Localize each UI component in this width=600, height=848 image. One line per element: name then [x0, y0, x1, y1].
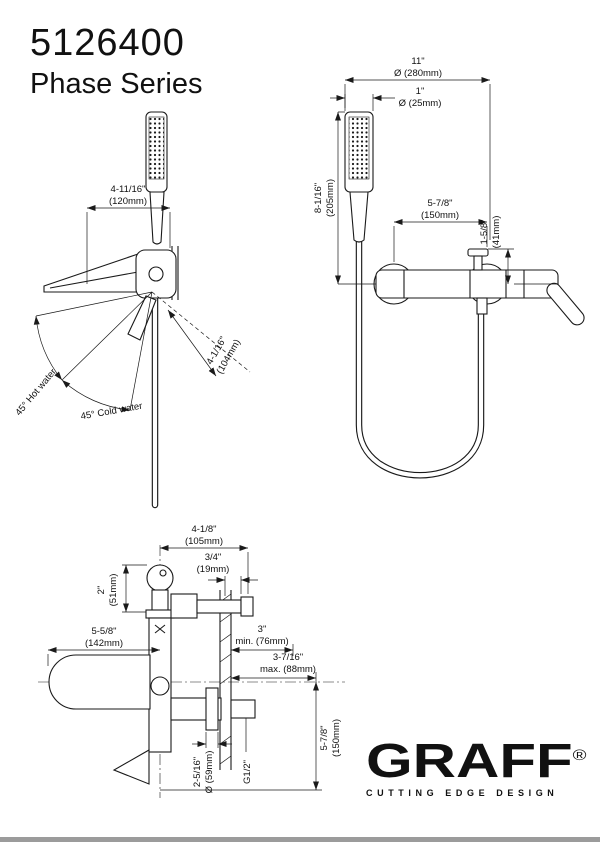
dim-drop-mm: (150mm)	[331, 719, 342, 757]
dim-height-in: 8-1/16"	[313, 183, 324, 213]
dim-offset-in: 1-5/8"	[479, 219, 490, 244]
dim-width-in: 11"	[411, 56, 424, 67]
thread-fitting	[230, 699, 256, 719]
dim-wall-min-mm: min. (76mm)	[235, 636, 288, 647]
diverter-knob	[467, 248, 489, 257]
extension-lines	[488, 248, 558, 285]
valve-body	[373, 248, 585, 326]
footer-bar	[0, 837, 600, 842]
dim-wall-max-in: 3-7/16"	[273, 652, 303, 663]
wall-section	[219, 590, 232, 770]
dim-reach-in: 5-5/8"	[91, 626, 116, 637]
dim-diameter-in: 1"	[416, 86, 425, 97]
dim-offset-mm: (41mm)	[491, 216, 502, 249]
extension-lines	[338, 111, 376, 285]
dim-wall-max-mm: max. (88mm)	[260, 664, 316, 675]
handshower	[344, 111, 374, 243]
valve-body-side	[135, 249, 177, 299]
dim-escutcheon-in: 2-5/16"	[192, 757, 203, 787]
valve-section	[48, 564, 256, 785]
extension-lines	[393, 226, 488, 262]
handshower-handle	[149, 191, 165, 245]
wall-escutcheon	[205, 687, 219, 731]
registered-mark: ®	[572, 747, 587, 764]
extension-lines	[86, 212, 171, 284]
dim-spread-mm: (150mm)	[421, 210, 459, 221]
dim-drop-in: 5-7/8"	[319, 725, 330, 750]
wall-hatch	[219, 593, 232, 765]
extension-lines	[122, 564, 147, 613]
logo-tagline: CUTTING EDGE DESIGN	[366, 788, 559, 798]
supply-nipple	[196, 599, 242, 614]
series-name: Phase Series	[30, 68, 203, 100]
dim-nipple-in: 3/4"	[205, 552, 222, 563]
dim-wall-min-in: 3"	[258, 624, 267, 635]
hose-outlet	[476, 297, 488, 315]
dim-width-mm: Ø (280mm)	[394, 68, 442, 79]
section-dimensions: 4-1/8" (105mm) 3/4" (19mm) 2" (51mm) 5-5…	[47, 524, 342, 794]
spout-edge	[49, 271, 139, 289]
front-dimensions: 11" Ø (280mm) 1" Ø (25mm) 8-1/16" (205mm…	[313, 56, 558, 285]
dim-depth-mm: (105mm)	[185, 536, 223, 547]
extension-lines	[205, 732, 219, 748]
radial-lines	[35, 291, 153, 411]
screw-detail	[154, 624, 166, 634]
cartridge-detail	[148, 266, 164, 282]
dim-reach-mm: (142mm)	[85, 638, 123, 649]
handshower-handle	[349, 191, 369, 243]
logo-wordmark: GRAFF	[366, 735, 573, 788]
dimension-line	[167, 309, 217, 377]
dim-height-mm: (205mm)	[325, 179, 336, 217]
dim-depth-in: 4-1/8"	[191, 524, 216, 535]
spout-profile	[48, 654, 151, 710]
handshower-side	[145, 111, 168, 245]
hot-arc	[33, 315, 63, 381]
mount-bracket	[170, 593, 198, 619]
diverter-knob-top	[146, 564, 174, 592]
dim-reach-mm: (120mm)	[109, 196, 147, 207]
extension-lines	[344, 94, 374, 111]
hot-water-label: 45° Hot water	[13, 367, 58, 418]
front-view: 11" Ø (280mm) 1" Ø (25mm) 8-1/16" (205mm…	[313, 56, 585, 479]
lever-handle	[546, 282, 585, 326]
outlet-detail	[150, 676, 170, 696]
section-view: 4-1/8" (105mm) 3/4" (19mm) 2" (51mm) 5-5…	[38, 524, 345, 798]
dim-thread: G1/2"	[242, 760, 253, 784]
spray-face	[348, 116, 370, 180]
dim-spread-in: 5-7/8"	[427, 198, 452, 209]
lever-profile	[112, 749, 150, 785]
cold-water-label: 45° Cold water	[80, 401, 143, 423]
graff-logo: GRAFF® CUTTING EDGE DESIGN	[366, 735, 586, 799]
leader-line	[151, 291, 251, 373]
body-joints	[403, 270, 525, 298]
model-number: 5126400	[30, 22, 185, 64]
cold-arc	[61, 379, 131, 413]
rotation-arcs: 45° Hot water 45° Cold water	[13, 291, 153, 423]
dim-knob-in: 2"	[96, 586, 107, 595]
dim-diameter-mm: Ø (25mm)	[399, 98, 442, 109]
dim-escutcheon-mm: Ø (59mm)	[204, 751, 215, 794]
spray-face	[148, 116, 165, 180]
handshower-hose	[355, 234, 485, 479]
dim-reach-in: 4-11/16"	[111, 184, 146, 195]
dim-knob-mm: (51mm)	[108, 574, 119, 607]
extension-lines	[224, 576, 242, 596]
side-view: 45° Hot water 45° Cold water 4-11/16" (1…	[13, 111, 251, 509]
dim-nipple-mm: (19mm)	[197, 564, 230, 575]
